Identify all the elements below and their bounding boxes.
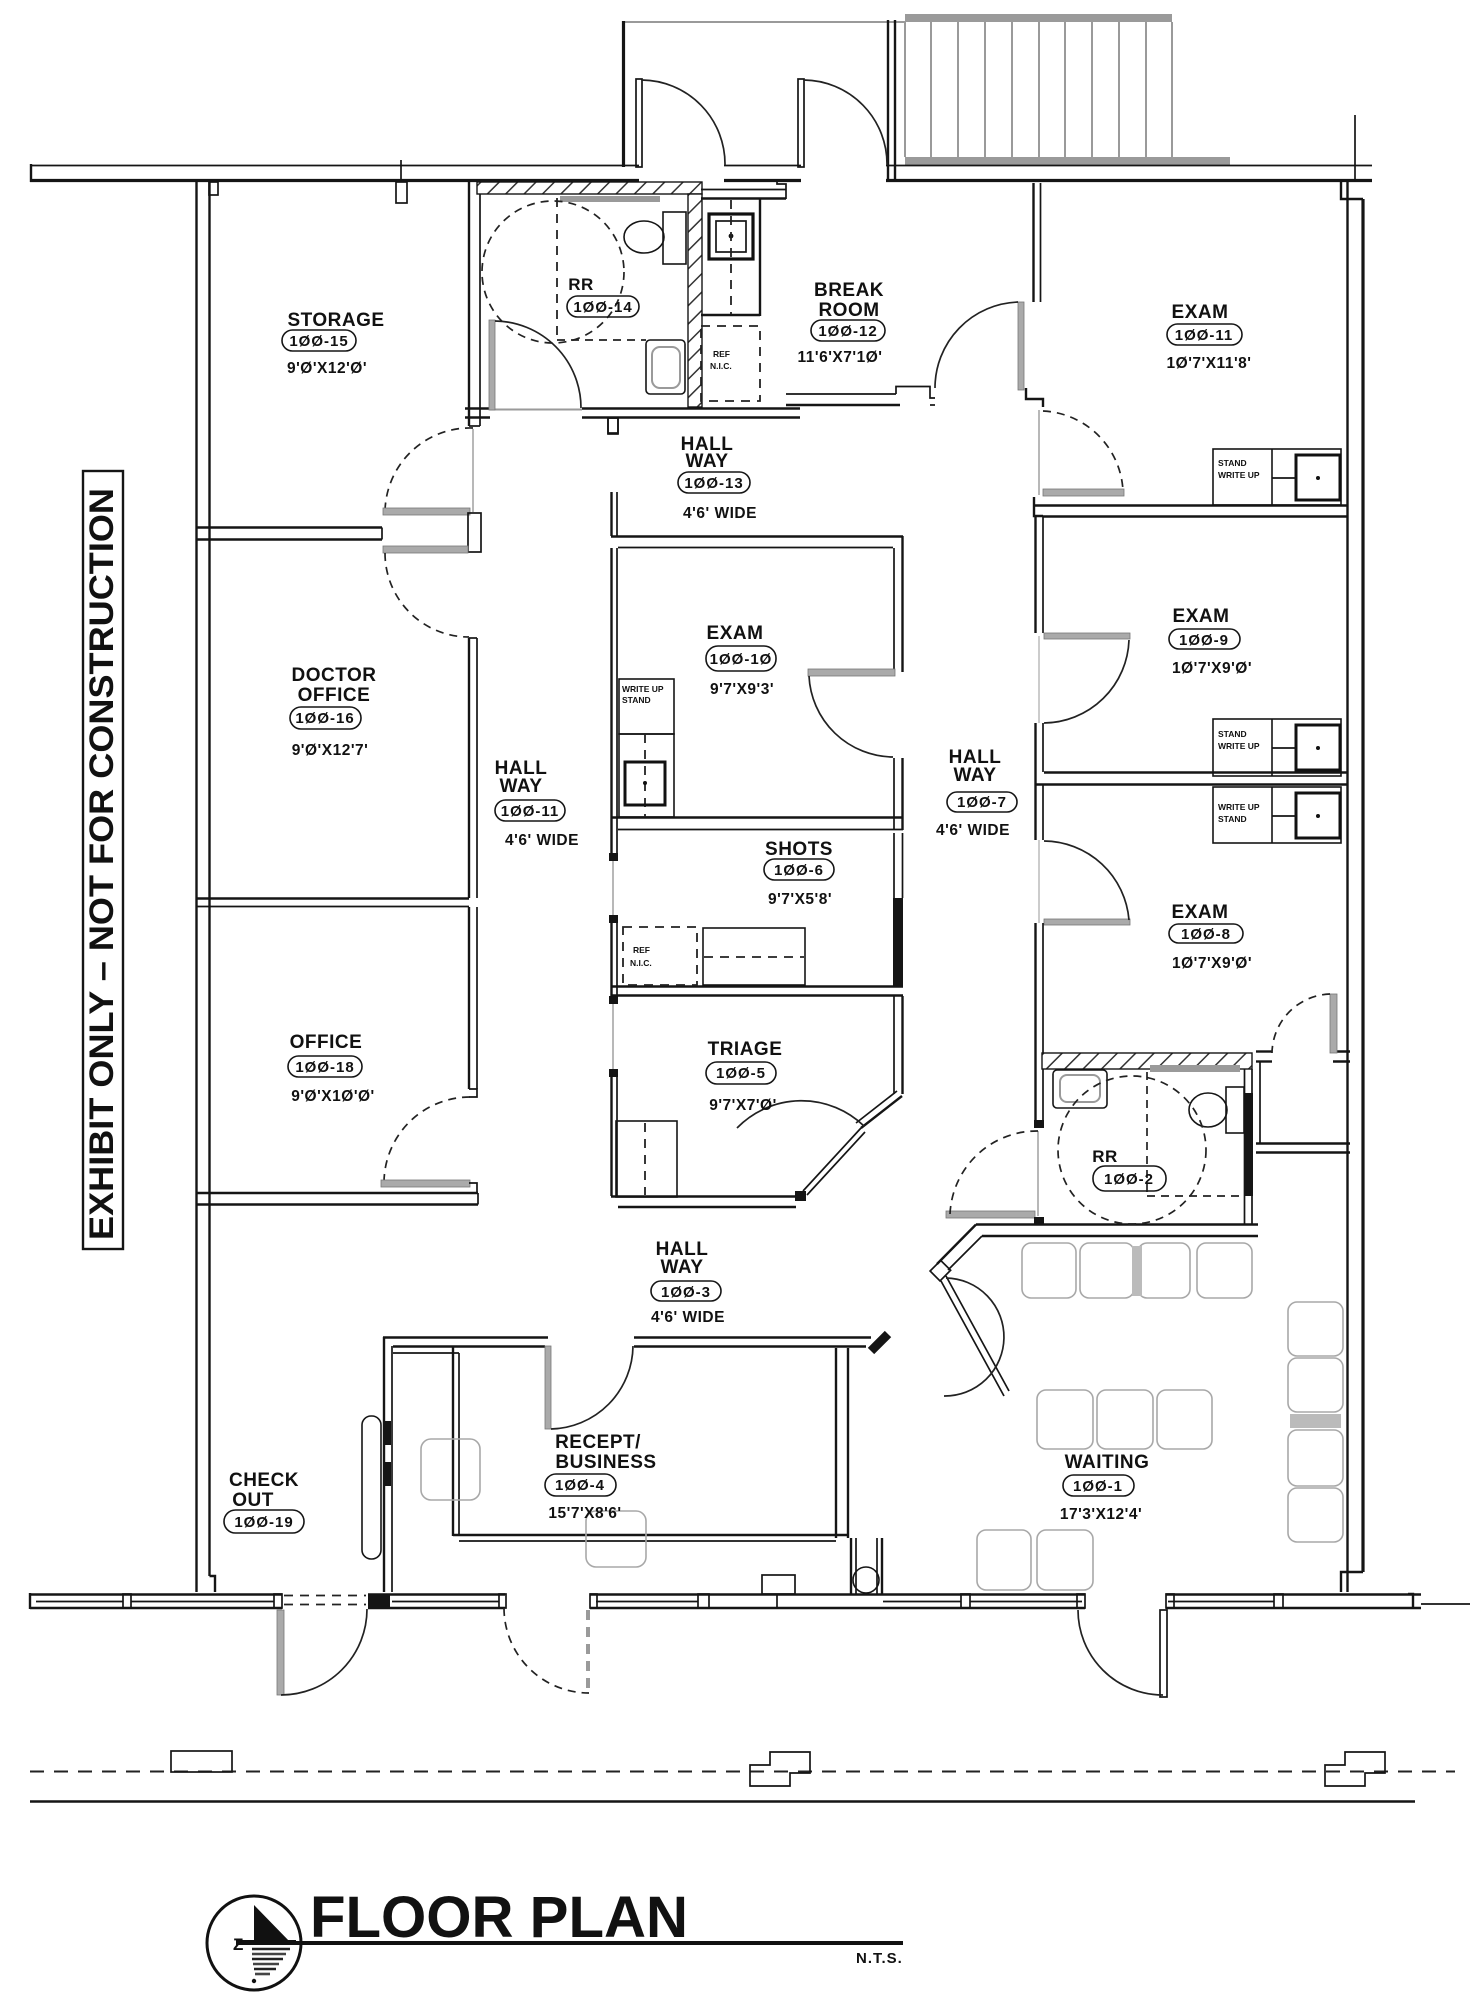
svg-text:WAY: WAY <box>685 451 728 472</box>
svg-text:WAY: WAY <box>953 765 996 786</box>
svg-text:N.I.C.: N.I.C. <box>710 361 732 371</box>
svg-text:1ØØ-18: 1ØØ-18 <box>295 1059 354 1076</box>
svg-text:9'Ø'X12'7': 9'Ø'X12'7' <box>292 742 369 759</box>
svg-text:SHOTS: SHOTS <box>765 839 833 860</box>
svg-text:EXHIBIT ONLY – NOT FOR CONSTRU: EXHIBIT ONLY – NOT FOR CONSTRUCTION <box>83 488 121 1240</box>
svg-text:OFFICE: OFFICE <box>290 1032 363 1053</box>
svg-text:RECEPT/: RECEPT/ <box>555 1432 641 1453</box>
svg-text:FLOOR PLAN: FLOOR PLAN <box>310 1885 688 1950</box>
svg-text:RR: RR <box>1092 1147 1118 1166</box>
svg-text:WAY: WAY <box>499 776 542 797</box>
svg-text:EXAM: EXAM <box>707 623 764 644</box>
svg-text:N.I.C.: N.I.C. <box>630 958 652 968</box>
svg-text:WAY: WAY <box>660 1257 703 1278</box>
svg-text:1ØØ-7: 1ØØ-7 <box>957 794 1007 811</box>
svg-text:11'6'X7'1Ø': 11'6'X7'1Ø' <box>798 349 883 366</box>
svg-text:REF: REF <box>633 945 650 955</box>
svg-text:STAND: STAND <box>1218 729 1247 739</box>
svg-text:9'Ø'X1Ø'Ø': 9'Ø'X1Ø'Ø' <box>291 1088 375 1105</box>
svg-text:1ØØ-2: 1ØØ-2 <box>1104 1171 1154 1188</box>
svg-text:4'6' WIDE: 4'6' WIDE <box>651 1309 725 1326</box>
svg-text:WAITING: WAITING <box>1065 1452 1150 1473</box>
svg-text:HALL: HALL <box>949 747 1002 768</box>
svg-text:1ØØ-11: 1ØØ-11 <box>1175 327 1234 344</box>
svg-text:WRITE UP: WRITE UP <box>1218 802 1260 812</box>
svg-text:9'7'X7'Ø': 9'7'X7'Ø' <box>709 1097 777 1114</box>
svg-text:1ØØ-9: 1ØØ-9 <box>1179 632 1229 649</box>
svg-text:WRITE UP: WRITE UP <box>1218 741 1260 751</box>
svg-text:4'6' WIDE: 4'6' WIDE <box>505 832 579 849</box>
svg-text:EXAM: EXAM <box>1172 302 1229 323</box>
svg-text:1ØØ-3: 1ØØ-3 <box>661 1284 711 1301</box>
svg-text:TRIAGE: TRIAGE <box>708 1039 783 1060</box>
svg-text:CHECK: CHECK <box>229 1470 299 1491</box>
svg-text:STAND: STAND <box>1218 814 1247 824</box>
svg-text:1ØØ-13: 1ØØ-13 <box>684 475 743 492</box>
svg-text:15'7'X8'6': 15'7'X8'6' <box>548 1505 621 1522</box>
svg-text:ROOM: ROOM <box>818 300 879 321</box>
svg-text:REF: REF <box>713 349 730 359</box>
svg-text:1ØØ-11: 1ØØ-11 <box>501 803 560 820</box>
svg-text:1ØØ-6: 1ØØ-6 <box>774 862 824 879</box>
svg-text:9'Ø'X12'Ø': 9'Ø'X12'Ø' <box>287 360 367 377</box>
svg-text:4'6' WIDE: 4'6' WIDE <box>936 822 1010 839</box>
svg-text:DOCTOR: DOCTOR <box>292 665 377 686</box>
svg-text:1ØØ-5: 1ØØ-5 <box>716 1065 766 1082</box>
svg-text:1ØØ-15: 1ØØ-15 <box>289 333 348 350</box>
svg-text:1ØØ-16: 1ØØ-16 <box>295 710 354 727</box>
svg-text:N.T.S.: N.T.S. <box>856 1950 903 1967</box>
svg-text:1ØØ-1: 1ØØ-1 <box>1073 1478 1123 1495</box>
svg-text:1ØØ-19: 1ØØ-19 <box>234 1514 293 1531</box>
svg-text:4'6' WIDE: 4'6' WIDE <box>683 505 757 522</box>
svg-text:1ØØ-12: 1ØØ-12 <box>818 323 877 340</box>
svg-text:1Ø'7'X9'Ø': 1Ø'7'X9'Ø' <box>1172 660 1252 677</box>
svg-text:RR: RR <box>568 275 594 294</box>
svg-text:HALL: HALL <box>495 758 548 779</box>
svg-text:9'7'X5'8': 9'7'X5'8' <box>768 891 832 908</box>
svg-text:BREAK: BREAK <box>814 280 884 301</box>
svg-text:1Ø'7'X11'8': 1Ø'7'X11'8' <box>1167 355 1252 372</box>
svg-text:STAND: STAND <box>1218 458 1247 468</box>
svg-text:STAND: STAND <box>622 695 651 705</box>
svg-text:1ØØ-4: 1ØØ-4 <box>555 1477 605 1494</box>
svg-text:BUSINESS: BUSINESS <box>555 1452 656 1473</box>
svg-text:1ØØ-14: 1ØØ-14 <box>573 299 632 316</box>
svg-text:WRITE UP: WRITE UP <box>1218 470 1260 480</box>
svg-text:Z: Z <box>233 1935 243 1954</box>
svg-text:9'7'X9'3': 9'7'X9'3' <box>710 681 774 698</box>
svg-text:EXAM: EXAM <box>1173 606 1230 627</box>
svg-text:17'3'X12'4': 17'3'X12'4' <box>1060 1506 1142 1523</box>
svg-text:STORAGE: STORAGE <box>287 310 384 331</box>
svg-text:1Ø'7'X9'Ø': 1Ø'7'X9'Ø' <box>1172 955 1252 972</box>
svg-text:1ØØ-1Ø: 1ØØ-1Ø <box>710 651 773 668</box>
svg-text:EXAM: EXAM <box>1172 902 1229 923</box>
svg-text:WRITE UP: WRITE UP <box>622 684 664 694</box>
svg-text:OUT: OUT <box>232 1490 274 1511</box>
svg-text:1ØØ-8: 1ØØ-8 <box>1181 926 1231 943</box>
svg-text:OFFICE: OFFICE <box>298 685 371 706</box>
svg-text:HALL: HALL <box>656 1239 709 1260</box>
svg-text:HALL: HALL <box>681 434 734 455</box>
